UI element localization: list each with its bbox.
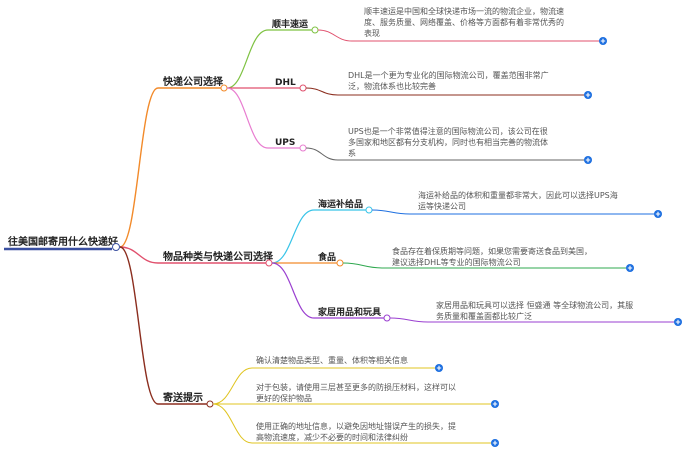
ups-desc-line-2: 多国家和地区都有分支机构，同时也有相当完善的物流体	[348, 137, 548, 147]
dhl-to-leaf-curve	[305, 87, 339, 96]
sf-expand-plus-icon[interactable]	[599, 37, 607, 45]
food-label: 食品	[317, 251, 336, 263]
home-collapse-dot[interactable]	[383, 314, 391, 322]
dhl-expand-plus-icon[interactable]	[584, 91, 592, 99]
sf-desc-line-2: 度、服务质量、网络覆盖、价格等方面都有着非常优秀的	[364, 17, 564, 27]
courier-to-ups-curve	[226, 87, 269, 149]
food-desc-line-2: 建议选择DHL等专业的国际物流公司	[392, 257, 521, 267]
courier-collapse-dot[interactable]	[220, 84, 228, 92]
courier-choice-label: 快递公司选择	[162, 75, 224, 88]
itemtype-to-sea-curve	[271, 209, 315, 264]
sea-desc-line-1: 海运补给品的体积和重量都非常大，因此可以选择UPS海	[418, 190, 618, 200]
ups-label: UPS	[275, 138, 295, 148]
tips-label: 寄送提示	[163, 391, 203, 404]
dhl-label: DHL	[275, 78, 296, 88]
home-desc-line-2: 务质量和覆盖面都比较广泛	[436, 311, 532, 321]
tip2-desc-line-2: 更好的保护物品	[256, 393, 312, 403]
root-node[interactable]: 往美国邮寄用什么快递好	[4, 235, 120, 251]
sea-to-leaf-curve	[371, 209, 411, 215]
tip2-expand-plus-icon[interactable]	[491, 400, 499, 408]
food-collapse-dot[interactable]	[336, 259, 344, 267]
sea-expand-plus-icon[interactable]	[654, 210, 662, 218]
tips-to-tip1-curve	[212, 367, 253, 405]
tips-to-tip3-curve	[212, 403, 253, 444]
courier-to-sf-curve	[226, 29, 269, 89]
dhl-desc-line-2: 泛，物流体系也比较完善	[348, 81, 436, 91]
home-desc-line-1: 家居用品和玩具可以选择 恒盛通 等全球物流公司，其服	[436, 300, 633, 310]
food-to-leaf-curve	[342, 262, 384, 269]
root-label: 往美国邮寄用什么快递好	[8, 235, 118, 248]
tip3-expand-plus-icon[interactable]	[491, 439, 499, 447]
itemtype-to-home-curve	[271, 262, 315, 319]
sf-collapse-dot[interactable]	[311, 26, 319, 34]
tip3-desc-line-1: 使用正确的地址信息，以避免因地址错误产生的损失，提	[256, 421, 456, 431]
home-label: 家居用品和玩具	[318, 306, 381, 318]
sf-desc-line-1: 顺丰速运是中国和全球快递市场一流的物流企业，物流速	[364, 6, 564, 16]
branch-shipping-tips: 寄送提示 确认清楚物品类型、重量、体积等相关信息 对于包装，请使用三层甚至更多的…	[119, 246, 499, 447]
food-expand-plus-icon[interactable]	[626, 264, 634, 272]
dhl-desc-line-1: DHL是一个更为专业化的国际物流公司，覆盖范围非常广	[348, 70, 549, 80]
root-to-tips-curve	[119, 246, 159, 405]
tip1-desc-line-1: 确认清楚物品类型、重量、体积等相关信息	[256, 355, 408, 365]
tip2-desc-line-1: 对于包装，请使用三层甚至更多的防损压材料，这样可以	[256, 382, 456, 392]
ups-desc-line-1: UPS也是一个非常值得注意的国际物流公司，该公司在很	[348, 126, 548, 136]
sea-collapse-dot[interactable]	[365, 206, 373, 214]
tip1-expand-plus-icon[interactable]	[435, 364, 443, 372]
ups-to-leaf-curve	[305, 147, 339, 161]
itemtype-collapse-dot[interactable]	[265, 259, 273, 267]
dhl-collapse-dot[interactable]	[299, 84, 307, 92]
root-to-courier-curve	[119, 87, 159, 248]
itemtype-label: 物品种类与快递公司选择	[163, 250, 274, 263]
home-expand-plus-icon[interactable]	[674, 318, 682, 326]
food-desc-line-1: 食品存在着保质期等问题，如果您需要寄送食品到美国，	[392, 246, 592, 256]
root-to-itemtype-curve	[119, 246, 159, 264]
sea-desc-line-2: 运等快递公司	[418, 201, 466, 211]
ups-desc-line-3: 系	[348, 148, 356, 158]
branch-item-type: 物品种类与快递公司选择 海运补给品 海运补给品的体积和重量都非常大，因此可以选择…	[119, 190, 682, 326]
ups-collapse-dot[interactable]	[299, 144, 307, 152]
root-collapse-dot[interactable]	[112, 243, 120, 251]
sea-label: 海运补给品	[318, 198, 363, 210]
sf-desc-line-3: 表现	[364, 28, 380, 38]
ups-expand-plus-icon[interactable]	[584, 156, 592, 164]
branch-courier-choice: 快递公司选择 顺丰速运 顺丰速运是中国和全球快递市场一流的物流企业，物流速 度、…	[119, 6, 607, 248]
tips-collapse-dot[interactable]	[206, 400, 214, 408]
sf-to-leaf-curve	[317, 29, 353, 42]
tip3-desc-line-2: 高物流速度，减少不必要的时间和法律纠纷	[256, 432, 408, 442]
sf-label: 顺丰速运	[272, 18, 309, 30]
home-to-leaf-curve	[389, 317, 429, 323]
